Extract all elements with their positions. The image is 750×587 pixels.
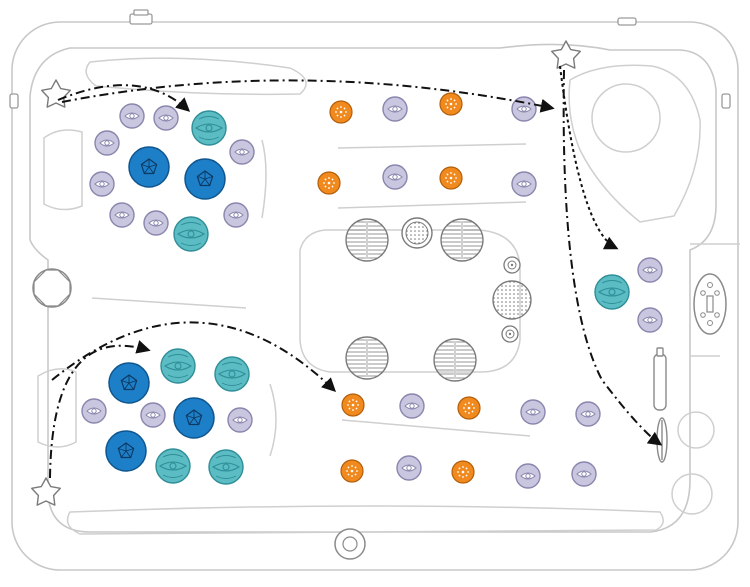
air-injector-icon <box>457 396 481 420</box>
control-wheel[interactable] <box>32 268 72 308</box>
suction-grate-icon <box>492 280 532 320</box>
eye-jet-icon <box>81 398 107 424</box>
footwell-bottom <box>66 505 664 535</box>
rotating-jet-icon <box>105 430 147 472</box>
left-lounge-pad-lower <box>37 368 77 448</box>
suction-grate-icon <box>503 256 521 274</box>
air-injector-icon <box>329 100 353 124</box>
swirl-jet-icon <box>214 356 250 392</box>
inner-shell <box>29 43 717 533</box>
eye-jet-icon <box>520 399 546 425</box>
suction-grate-icon <box>501 325 519 343</box>
rotating-jet-icon <box>108 362 150 404</box>
suction-grate-icon <box>401 217 433 249</box>
suction-grate-icon <box>345 218 389 262</box>
eye-jet-icon <box>511 171 537 197</box>
swirl-jet-icon <box>173 216 209 252</box>
flow-arrow-top <box>61 79 555 113</box>
flow-arrow-top-right <box>559 65 619 250</box>
suction-layer <box>345 217 532 382</box>
side-fitting-right <box>721 93 731 109</box>
eye-jet-icon <box>94 130 120 156</box>
right-side-step <box>690 243 740 357</box>
skimmer-filter <box>653 347 668 463</box>
bench-lines-bottom <box>91 297 531 457</box>
pillows-layer <box>31 40 581 506</box>
suction-grate-icon <box>345 336 389 380</box>
eye-jet-icon <box>637 307 663 333</box>
side-fitting-left <box>9 93 19 109</box>
flow-arrow-top-left <box>57 84 191 112</box>
eye-jet-icon <box>143 210 169 236</box>
bench-lines-top <box>261 139 527 219</box>
swirl-jet-icon <box>208 449 244 485</box>
headrest-top <box>85 57 307 96</box>
top-fitting-right <box>617 17 637 26</box>
air-injector-icon <box>439 92 463 116</box>
flow-arrows-layer <box>49 65 663 479</box>
eye-jet-icon <box>637 257 663 283</box>
air-injector-icon <box>439 166 463 190</box>
star-pillow-icon <box>31 477 61 506</box>
air-injector-icon <box>317 171 341 195</box>
eye-jet-icon <box>227 407 253 433</box>
eye-jet-icon <box>515 463 541 489</box>
eye-jet-icon <box>89 171 115 197</box>
star-pillow-icon <box>41 79 71 108</box>
eye-jet-icon <box>571 461 597 487</box>
eye-jet-icon <box>153 105 179 131</box>
swirl-jet-icon <box>191 110 227 146</box>
eye-jet-icon <box>119 103 145 129</box>
bottom-drain <box>334 528 366 560</box>
swirl-jet-icon <box>155 448 191 484</box>
eye-jet-icon <box>382 164 408 190</box>
rotating-jet-icon <box>173 397 215 439</box>
eye-jet-icon <box>575 401 601 427</box>
eye-jet-icon <box>140 402 166 428</box>
center-seat <box>299 229 521 373</box>
eye-jet-icon <box>396 455 422 481</box>
spa-shell <box>11 21 739 571</box>
eye-jet-icon <box>382 96 408 122</box>
cup-holder-top-right <box>591 83 661 153</box>
star-pillow-icon <box>551 40 581 69</box>
flow-arrow-lounge <box>562 69 663 446</box>
flow-arrow-bottom-left <box>49 340 151 479</box>
right-lounge-top <box>568 64 701 223</box>
left-lounge-pad <box>43 129 83 211</box>
air-injector-icon <box>451 460 475 484</box>
air-injector-icon <box>341 393 365 417</box>
step-circle-right-2 <box>671 473 713 515</box>
eye-jet-icon <box>109 202 135 228</box>
eye-jet-icon <box>223 202 249 228</box>
control-panel[interactable] <box>693 273 727 335</box>
swirl-jet-icon <box>594 274 630 310</box>
step-circle-right-1 <box>677 411 715 449</box>
swirl-jet-icon <box>160 348 196 384</box>
suction-grate-icon <box>440 218 484 262</box>
flow-arrow-bottom <box>51 321 337 392</box>
jets-layer <box>81 92 663 489</box>
rim-fittings <box>9 9 731 109</box>
rotating-jet-icon <box>184 158 226 200</box>
eye-jet-icon <box>399 393 425 419</box>
rotating-jet-icon <box>128 146 170 188</box>
air-injector-icon <box>340 459 364 483</box>
suction-grate-icon <box>433 338 477 382</box>
eye-jet-icon <box>229 139 255 165</box>
seat-outlines <box>37 57 740 535</box>
outer-rim <box>11 21 739 571</box>
